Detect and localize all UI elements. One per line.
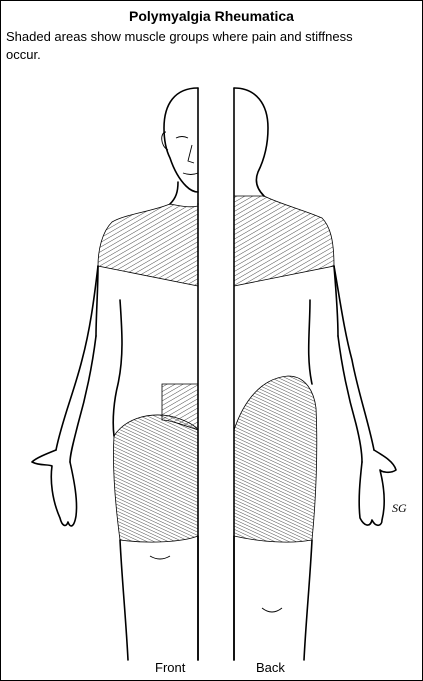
back-torso: [309, 266, 338, 384]
back-head: [234, 88, 268, 196]
back-hand: [359, 450, 396, 525]
back-shoulder-shaded: [234, 196, 334, 286]
front-arm: [56, 266, 98, 462]
back-arm: [334, 266, 374, 462]
back-knee: [262, 608, 282, 612]
front-torso: [96, 266, 122, 436]
front-head: [164, 88, 198, 192]
front-eye: [176, 137, 188, 139]
front-knee: [150, 556, 170, 559]
back-view: SG: [234, 88, 407, 660]
front-thigh-shaded: [113, 415, 198, 542]
front-hand: [32, 450, 77, 526]
front-leg: [120, 536, 198, 660]
front-view: [32, 88, 198, 660]
front-nose: [188, 145, 194, 163]
back-thigh-shaded: [234, 376, 317, 542]
front-mouth: [183, 173, 198, 175]
front-shoulder-shaded: [98, 204, 198, 286]
back-leg: [234, 536, 312, 660]
back-label: Back: [256, 660, 285, 675]
front-label: Front: [155, 660, 185, 675]
artist-signature: SG: [392, 501, 407, 515]
front-neck: [170, 182, 198, 204]
